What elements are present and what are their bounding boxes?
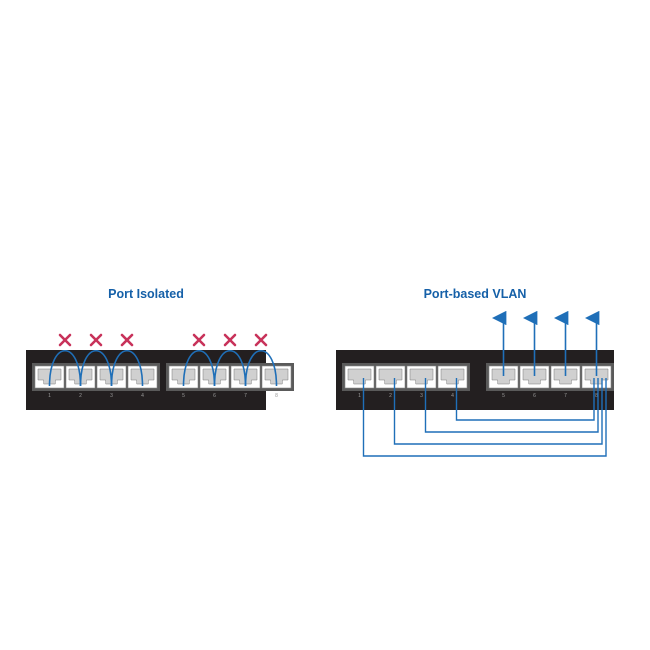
port-number: 7 — [244, 393, 247, 399]
blocked-x-icon — [192, 333, 206, 347]
port-based-vlan-title: Port-based VLAN — [423, 287, 527, 301]
port-number: 4 — [451, 393, 454, 399]
vlan-port-6: 6 — [519, 365, 550, 399]
switch-port-based-vlan: 1 2 3 4 5 6 7 8 — [336, 350, 614, 410]
port-number: 3 — [420, 393, 423, 399]
blocked-x-icon — [120, 333, 134, 347]
port-number: 7 — [564, 393, 567, 399]
vlan-link-port-4-to-8 — [455, 378, 595, 421]
port-isolated-title: Port Isolated — [108, 287, 184, 301]
port-number: 6 — [213, 393, 216, 399]
blocked-x-icon — [58, 333, 72, 347]
port-jack — [553, 368, 578, 385]
isolated-links — [48, 333, 278, 387]
isolated-link-7-8 — [244, 349, 278, 387]
port-number: 3 — [110, 393, 113, 399]
isolated-link-5-6 — [182, 349, 216, 387]
port-jack — [440, 368, 465, 385]
port-jack — [522, 368, 547, 385]
port-jack — [491, 368, 516, 385]
isolated-link-6-7 — [213, 349, 247, 387]
port-number: 6 — [533, 393, 536, 399]
vlan-port-2: 2 — [375, 365, 406, 399]
port-jack — [378, 368, 403, 385]
port-number: 1 — [48, 393, 51, 399]
vlan-link-port-2-to-8 — [393, 378, 603, 445]
port-number: 1 — [358, 393, 361, 399]
vlan-link-port-1-to-8 — [362, 378, 607, 457]
port-number: 5 — [502, 393, 505, 399]
vlan-port-7: 7 — [550, 365, 581, 399]
vlan-links — [362, 310, 607, 457]
x-stroke — [223, 333, 237, 347]
port-number: 5 — [182, 393, 185, 399]
vlan-port-3: 3 — [406, 365, 437, 399]
vlan-port-1: 1 — [344, 365, 375, 399]
port-jack — [347, 368, 372, 385]
blocked-x-icon — [223, 333, 237, 347]
x-stroke — [120, 333, 134, 347]
port-number: 4 — [141, 393, 144, 399]
isolated-link-3-4 — [110, 349, 144, 387]
isolated-link-2-3 — [79, 349, 113, 387]
x-stroke — [89, 333, 103, 347]
isolated-link-1-2 — [48, 349, 82, 387]
blocked-x-icon — [89, 333, 103, 347]
port-number: 8 — [275, 393, 278, 399]
x-stroke — [254, 333, 268, 347]
port-jack — [409, 368, 434, 385]
port-number: 8 — [595, 393, 598, 399]
port-number: 2 — [389, 393, 392, 399]
x-stroke — [192, 333, 206, 347]
vlan-link-port-3-to-8 — [424, 378, 599, 433]
port-number: 2 — [79, 393, 82, 399]
vlan-port-5: 5 — [488, 365, 519, 399]
vlan-port-4: 4 — [437, 365, 468, 399]
blocked-x-icon — [254, 333, 268, 347]
x-stroke — [58, 333, 72, 347]
switch-port-isolated: 1 2 3 4 5 6 7 8 — [26, 350, 294, 410]
